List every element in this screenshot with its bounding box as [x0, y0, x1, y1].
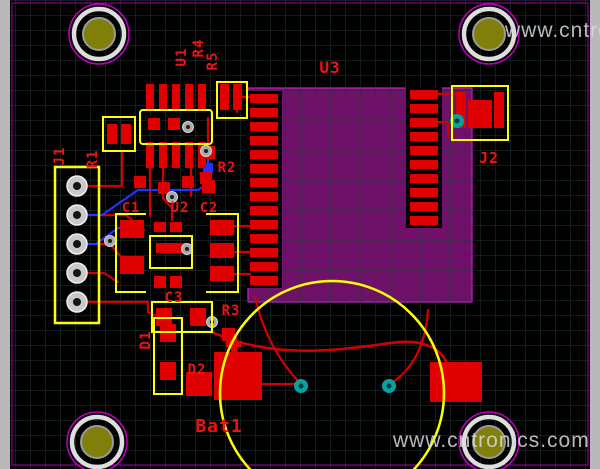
silkscreen	[53, 81, 509, 469]
r4-r5-outline	[216, 81, 248, 119]
designator-u3: U3	[319, 58, 340, 77]
u2-outline-right	[206, 213, 239, 293]
designator-j2: J2	[479, 149, 499, 167]
r1-outline	[102, 116, 136, 152]
designator-u2: U2	[171, 200, 190, 216]
designator-r3: R3	[222, 303, 241, 319]
j2-outline	[451, 85, 509, 141]
watermark-bottom-right: www.cntronics.com	[392, 429, 590, 452]
u2-c1-c2-pads	[120, 220, 234, 288]
d1-outline	[153, 317, 183, 395]
designator-j1: J1	[52, 147, 68, 166]
j1-outline	[53, 165, 101, 325]
designator-r5: R5	[205, 52, 221, 71]
designator-r1: R1	[85, 150, 101, 169]
designator-d1: D1	[138, 331, 154, 350]
u3-pads-right	[406, 87, 442, 228]
u1-body-outline	[139, 109, 213, 145]
u2-outline-left	[115, 213, 146, 293]
bottom-layer-pad	[203, 163, 213, 173]
j2-pads	[456, 92, 504, 128]
designator-u1: U1	[174, 48, 190, 67]
bat1-terminal-pad	[430, 362, 482, 402]
designators: U1 R4 R5 R1 J1 D1 R2 C1 U2 C2 C3 R3 D2 U…	[52, 39, 499, 437]
right-frame-bar	[590, 0, 600, 469]
designator-r2: R2	[218, 160, 237, 176]
u3-pads-left	[246, 91, 282, 288]
snap-grid	[10, 0, 590, 469]
left-frame-bar	[0, 0, 10, 469]
board-outline	[11, 2, 589, 466]
designator-c3: C3	[165, 290, 184, 306]
designator-c2: C2	[200, 200, 218, 216]
u2-center-outline	[149, 235, 193, 269]
bat1-outline-circle	[218, 279, 446, 469]
designator-r4: R4	[191, 39, 207, 58]
designator-d2: D2	[188, 362, 207, 378]
designator-bat1: Bat1	[195, 416, 242, 437]
r1-pads	[107, 124, 131, 144]
watermark-top-right: www.cntronics.com	[504, 19, 600, 42]
designator-c1: C1	[122, 200, 140, 216]
